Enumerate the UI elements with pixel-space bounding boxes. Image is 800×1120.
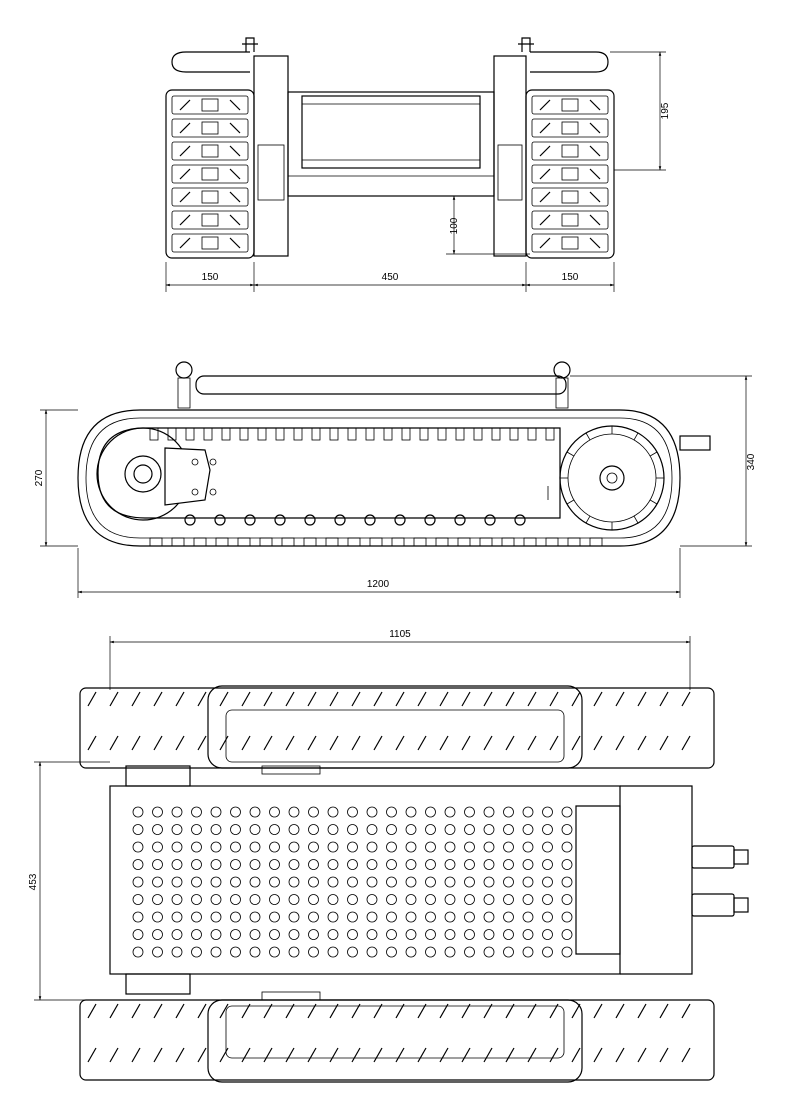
front-left-side-plate [253, 55, 289, 257]
front-left-handle [171, 51, 250, 73]
dim-overall-height: 340 [746, 453, 757, 470]
top-plate-holes [132, 806, 573, 958]
dim-height-upper: 195 [660, 102, 671, 119]
front-left-lift-eye [242, 37, 258, 52]
side-connector [679, 435, 711, 451]
top-front-bumper [620, 785, 693, 975]
side-tensioner-plate [164, 447, 211, 506]
front-right-lift-eye [518, 37, 534, 52]
dim-left-track-width: 150 [202, 272, 219, 283]
side-road-wheels [184, 514, 526, 526]
side-track-outer [77, 409, 681, 547]
top-connector-2 [691, 893, 735, 917]
top-upper-frame [207, 685, 583, 769]
front-left-tread-pattern [171, 95, 249, 253]
side-handle-bar [195, 375, 567, 395]
top-view: 1105 453 [28, 629, 749, 1083]
front-right-tread-pattern [531, 95, 609, 253]
dim-track-height: 270 [34, 469, 45, 486]
front-view: 150 450 150 100 195 [165, 37, 671, 292]
front-center-housing [301, 95, 481, 169]
dim-track-length: 1105 [389, 629, 411, 640]
dim-right-track-width: 150 [562, 272, 579, 283]
side-drive-sprocket [559, 425, 665, 531]
front-right-track [525, 89, 615, 259]
front-left-track [165, 89, 255, 259]
dim-ground-clearance: 100 [449, 217, 460, 234]
dim-overall-length: 1200 [367, 579, 390, 590]
top-connector-1 [691, 845, 735, 869]
side-left-lift-eye [175, 361, 193, 379]
top-body-plate [109, 785, 621, 975]
front-right-handle [530, 51, 609, 73]
dim-center-span: 450 [382, 272, 399, 283]
front-center-body [287, 91, 495, 197]
top-lower-frame [207, 999, 583, 1083]
side-track-teeth [149, 427, 603, 547]
side-track-frame [97, 427, 561, 519]
front-right-side-plate [493, 55, 527, 257]
side-right-lift-eye [553, 361, 571, 379]
side-view: 270 340 1200 [34, 361, 757, 598]
dim-inner-width: 453 [28, 873, 39, 890]
top-upper-bracket [125, 765, 191, 787]
top-lower-bracket [125, 973, 191, 995]
